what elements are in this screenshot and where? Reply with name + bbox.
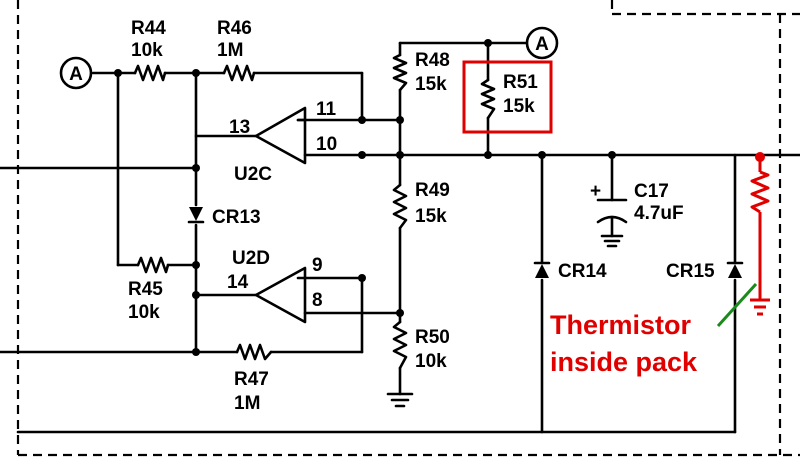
c17-polarity: + [590,181,601,202]
cr14-ref: CR14 [558,261,607,282]
r44-ref: R44 [131,18,166,39]
connector-a-left-label: A [69,64,83,85]
r47-value: 1M [234,393,260,414]
resistor-r49: R49 15k [392,180,450,230]
thermistor-overlay [750,152,770,316]
annotation-line2: inside pack [550,347,698,377]
r48-ref: R48 [415,50,450,71]
board-outline [16,0,800,457]
diode-cr15: CR15 [666,261,744,282]
u2d-pin-a: 9 [312,255,323,276]
diode-cr13: CR13 [187,207,261,228]
ground-symbol-r50 [386,392,414,408]
cr15-ref: CR15 [666,261,715,282]
u2c-pin-b: 10 [316,134,337,155]
u2d-pin-b: 8 [312,290,323,311]
junction-dots [114,39,616,356]
c17-value: 4.7uF [634,203,684,224]
cr13-ref: CR13 [212,207,261,228]
u2d-ref: U2D [232,248,270,269]
resistor-r48: R48 15k [392,50,450,95]
u2c-pin-in: 13 [229,117,250,138]
connector-a-top: A [525,26,559,60]
connector-a-left: A [59,56,93,90]
r49-value: 15k [415,206,447,227]
r48-value: 15k [415,74,447,95]
r50-ref: R50 [415,327,450,348]
r49-ref: R49 [415,180,450,201]
resistor-r47: R47 1M [234,343,273,414]
u2d-pin-in: 14 [227,272,249,293]
r51-value: 15k [503,96,535,117]
opamp-u2c: 13 11 10 U2C [229,99,337,185]
r45-ref: R45 [128,279,163,300]
resistor-r45: R45 10k [128,256,170,323]
connector-a-top-label: A [535,34,549,55]
r51-highlight-box [462,60,553,134]
annotation-line1: Thermistor [550,310,692,340]
resistor-r51: R51 15k [462,60,553,134]
resistor-r44: R44 10k [131,18,167,82]
r46-value: 1M [217,40,243,61]
annotation-pointer [716,282,758,328]
diode-cr14: CR14 [533,261,607,282]
r46-ref: R46 [217,18,252,39]
u2c-ref: U2C [234,164,272,185]
r44-value: 10k [131,40,163,61]
c17-ref: C17 [634,181,669,202]
wires [0,41,800,434]
resistor-r50: R50 10k [392,320,450,372]
resistor-r46: R46 1M [217,18,256,82]
r51-ref: R51 [503,72,538,93]
capacitor-c17: + C17 4.7uF [590,181,684,248]
u2c-pin-a: 11 [316,99,337,120]
opamp-u2d: 14 9 8 U2D [227,248,323,324]
r47-ref: R47 [234,369,269,390]
r45-value: 10k [128,302,160,323]
r50-value: 10k [415,351,447,372]
